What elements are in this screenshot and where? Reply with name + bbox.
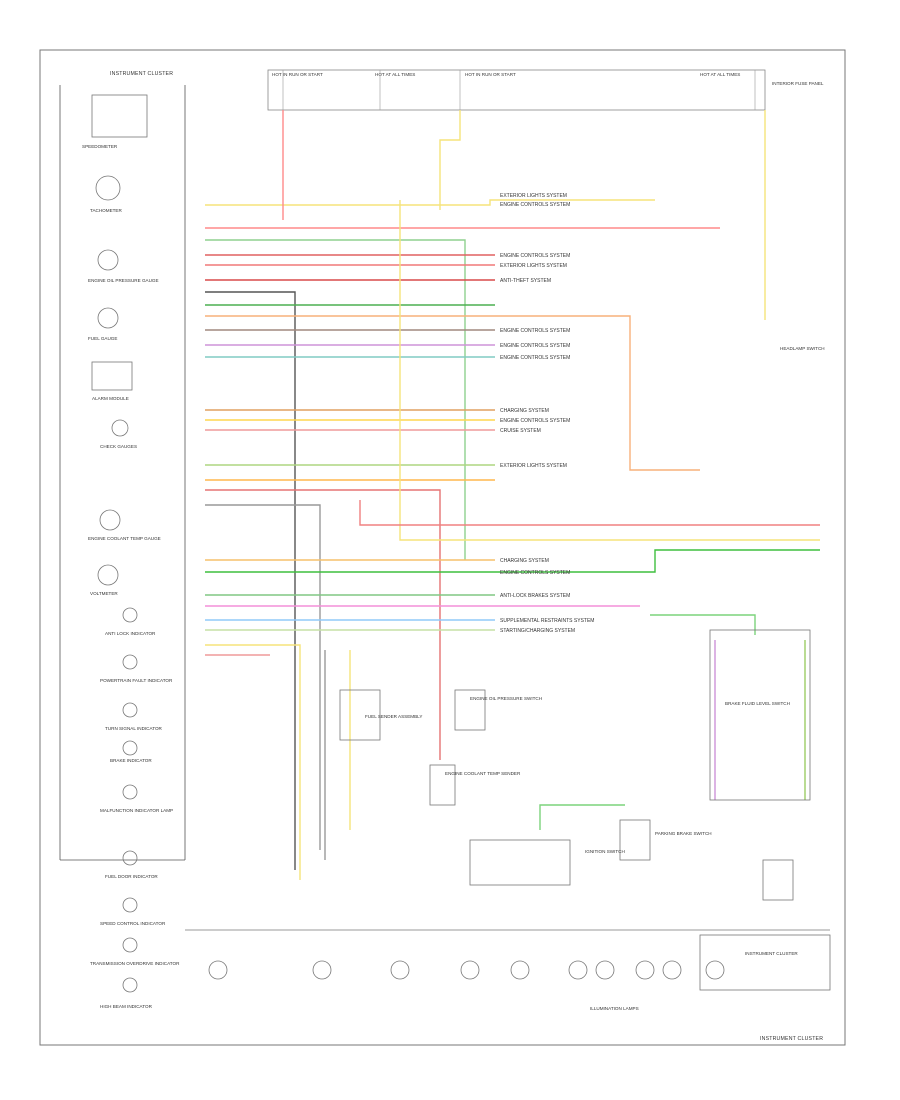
malfunction-indicator-lamp: MALFUNCTION INDICATOR LAMP: [100, 784, 173, 813]
system-label: CHARGING SYSTEM: [500, 558, 549, 564]
svg-text:TURN SIGNAL INDICATOR: TURN SIGNAL INDICATOR: [105, 726, 163, 731]
cluster-ground-bus: [59, 85, 186, 861]
fuel-sender-label: FUEL SENDER ASSEMBLY: [365, 714, 422, 719]
system-label: CHARGING SYSTEM: [500, 408, 549, 414]
parking-brake-label: PARKING BRAKE SWITCH: [655, 831, 712, 836]
svg-text:MALFUNCTION INDICATOR LAMP: MALFUNCTION INDICATOR LAMP: [100, 808, 173, 813]
speed-control-indicator: SPEED CONTROL INDICATOR: [100, 897, 166, 926]
speedometer-gauge: SPEEDOMETER: [82, 94, 148, 149]
component-labels: FUEL SENDER ASSEMBLY ENGINE OIL PRESSURE…: [365, 346, 825, 1011]
svg-text:SPEEDOMETER: SPEEDOMETER: [82, 144, 118, 149]
brake-fluid-label: BRAKE FLUID LEVEL SWITCH: [725, 701, 790, 706]
illumination-lamps-label: ILLUMINATION LAMPS: [590, 1006, 639, 1011]
fuel-gauge: FUEL GAUGE: [88, 307, 119, 341]
system-labels: ENGINE CONTROLS SYSTEM EXTERIOR LIGHTS S…: [500, 193, 594, 634]
system-label: EXTERIOR LIGHTS SYSTEM: [500, 193, 567, 199]
svg-text:POWERTRAIN FAULT INDICATOR: POWERTRAIN FAULT INDICATOR: [100, 678, 173, 683]
component-boxes: [339, 629, 831, 991]
overdrive-indicator: TRANSMISSION OVERDRIVE INDICATOR: [90, 937, 180, 966]
system-label: ENGINE CONTROLS SYSTEM: [500, 355, 570, 361]
alarm-module: ALARM MODULE: [91, 361, 133, 401]
brake-fluid-switch-box: [709, 629, 811, 801]
fuse-panel-label-4: HOT AT ALL TIMES: [700, 72, 740, 77]
system-label: EXTERIOR LIGHTS SYSTEM: [500, 463, 567, 469]
turn-signal-indicator: TURN SIGNAL INDICATOR: [105, 702, 163, 731]
svg-text:ENGINE OIL PRESSURE GAUGE: ENGINE OIL PRESSURE GAUGE: [88, 278, 159, 283]
system-label: CRUISE SYSTEM: [500, 428, 541, 434]
coolant-sender-box: [429, 764, 456, 806]
system-label: ANTI-THEFT SYSTEM: [500, 278, 551, 284]
fuel-sender-box: [339, 689, 381, 741]
gauge-list: SPEEDOMETER TACHOMETER ENGINE OIL PRESSU…: [82, 94, 180, 1009]
fuse-panel-label-2: HOT AT ALL TIMES: [375, 72, 415, 77]
svg-text:SPEED CONTROL INDICATOR: SPEED CONTROL INDICATOR: [100, 921, 166, 926]
fuse-box-label: INTERIOR FUSE PANEL: [772, 81, 824, 86]
bottom-bulbs: [185, 929, 830, 980]
high-beam-indicator: HIGH BEAM INDICATOR: [100, 977, 153, 1009]
system-label: SUPPLEMENTAL RESTRAINTS SYSTEM: [500, 618, 594, 624]
ignition-switch-box: [469, 839, 571, 886]
parking-brake-switch-box: [619, 819, 651, 861]
ignition-switch-label: IGNITION SWITCH: [585, 849, 625, 854]
headlamp-switch-label: HEADLAMP SWITCH: [780, 346, 825, 351]
svg-text:FUEL DOOR INDICATOR: FUEL DOOR INDICATOR: [105, 874, 158, 879]
system-label: ENGINE CONTROLS SYSTEM: [500, 202, 570, 208]
svg-text:ENGINE COOLANT TEMP GAUGE: ENGINE COOLANT TEMP GAUGE: [88, 536, 161, 541]
fuel-door-indicator: FUEL DOOR INDICATOR: [105, 850, 158, 879]
check-gauges-indicator: CHECK GAUGES: [100, 419, 137, 449]
powertrain-fault-indicator: POWERTRAIN FAULT INDICATOR: [100, 654, 173, 683]
fuse-panel-label-3: HOT IN RUN OR START: [465, 72, 516, 77]
oil-pressure-label: ENGINE OIL PRESSURE SWITCH: [470, 696, 542, 701]
cluster-title-top: INSTRUMENT CLUSTER: [110, 71, 173, 77]
anti-lock-indicator: ANTI LOCK INDICATOR: [105, 607, 156, 636]
headlamp-switch-box: [762, 859, 794, 901]
voltmeter-gauge: VOLTMETER: [90, 564, 118, 596]
system-label: ANTI-LOCK BRAKES SYSTEM: [500, 593, 570, 599]
fuse-panel: HOT IN RUN OR START HOT AT ALL TIMES HOT…: [267, 69, 824, 111]
tachometer-gauge: TACHOMETER: [90, 175, 122, 213]
svg-text:ANTI LOCK INDICATOR: ANTI LOCK INDICATOR: [105, 631, 156, 636]
oil-pressure-switch-box: [454, 689, 486, 731]
system-label: ENGINE CONTROLS SYSTEM: [500, 253, 570, 259]
wire-bundle: [205, 110, 820, 880]
svg-text:TRANSMISSION OVERDRIVE INDICAT: TRANSMISSION OVERDRIVE INDICATOR: [90, 961, 180, 966]
oil-pressure-gauge: ENGINE OIL PRESSURE GAUGE: [88, 249, 159, 283]
svg-text:ALARM MODULE: ALARM MODULE: [92, 396, 129, 401]
system-label: STARTING/CHARGING SYSTEM: [500, 628, 575, 634]
system-label: ENGINE CONTROLS SYSTEM: [500, 343, 570, 349]
cluster-title-bottom: INSTRUMENT CLUSTER: [760, 1036, 823, 1042]
svg-text:FUEL GAUGE: FUEL GAUGE: [88, 336, 117, 341]
svg-text:TACHOMETER: TACHOMETER: [90, 208, 122, 213]
cluster-connector-label: INSTRUMENT CLUSTER: [745, 951, 798, 956]
system-label: ENGINE CONTROLS SYSTEM: [500, 418, 570, 424]
coolant-sender-label: ENGINE COOLANT TEMP SENDER: [445, 771, 521, 776]
system-label: ENGINE CONTROLS SYSTEM: [500, 328, 570, 334]
system-label: EXTERIOR LIGHTS SYSTEM: [500, 263, 567, 269]
coolant-temp-gauge: ENGINE COOLANT TEMP GAUGE: [88, 509, 161, 541]
svg-text:CHECK GAUGES: CHECK GAUGES: [100, 444, 137, 449]
svg-text:BRAKE INDICATOR: BRAKE INDICATOR: [110, 758, 152, 763]
svg-text:HIGH BEAM INDICATOR: HIGH BEAM INDICATOR: [100, 1004, 153, 1009]
cluster-connector-box: [699, 934, 831, 991]
brake-indicator: BRAKE INDICATOR: [110, 740, 152, 763]
diagram-frame: [39, 49, 846, 1046]
fuse-panel-label-1: HOT IN RUN OR START: [272, 72, 323, 77]
system-label: ENGINE CONTROLS SYSTEM: [500, 570, 570, 576]
svg-text:VOLTMETER: VOLTMETER: [90, 591, 118, 596]
